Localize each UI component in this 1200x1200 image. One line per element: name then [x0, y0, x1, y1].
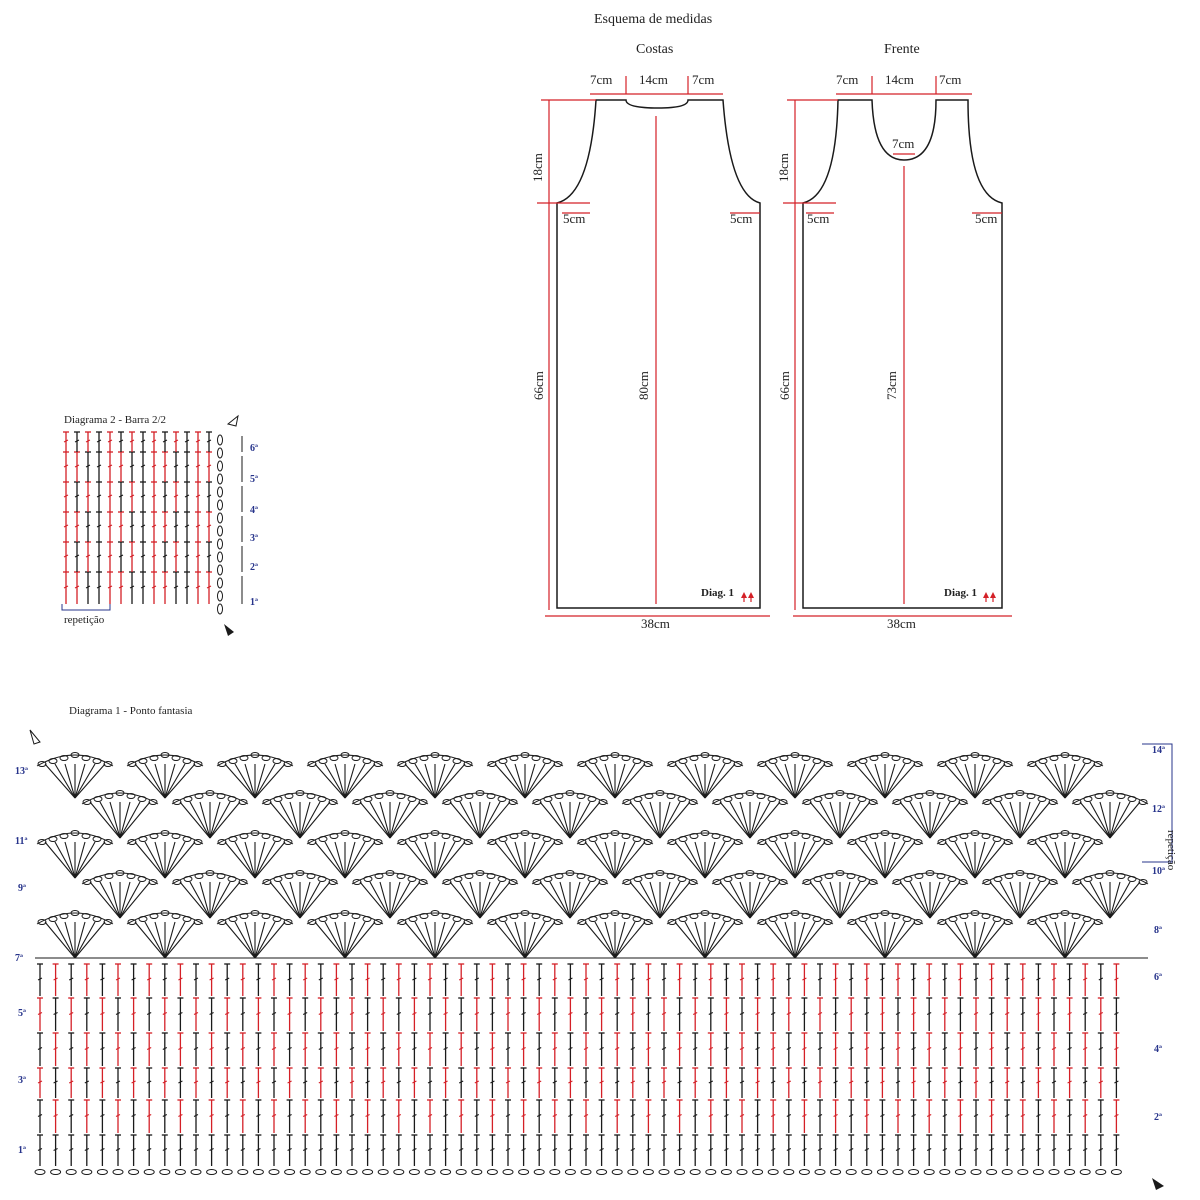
costas-left-side: 5cm — [563, 211, 586, 226]
diagram2-title: Diagrama 2 - Barra 2/2 — [64, 414, 167, 426]
diagram1-left-row-1: 1ª — [18, 1145, 26, 1156]
costas-diag-label: Diag. 1 — [701, 587, 734, 599]
diagram1-repeat-label: repetição — [1165, 830, 1177, 871]
diagram1-right-row-2: 2ª — [1154, 1112, 1162, 1123]
costas-top-mid: 14cm — [639, 72, 668, 87]
frente-top-left: 7cm — [836, 72, 859, 87]
diagram1-right-row-12: 12ª — [1152, 804, 1165, 815]
diagram2-row-5: 5ª — [250, 474, 258, 485]
diagram1-left-row-5: 5ª — [18, 1008, 26, 1019]
diagram2-row-4: 4ª — [250, 505, 258, 516]
diagram1-right-row-6: 6ª — [1154, 972, 1162, 983]
schema-title: Esquema de medidas — [594, 12, 713, 27]
diagram1-left-row-11: 11ª — [15, 836, 28, 847]
frente-right-side: 5cm — [975, 211, 998, 226]
costas-title: Costas — [636, 42, 674, 57]
frente-width: 38cm — [887, 616, 916, 631]
costas-outline — [556, 99, 761, 609]
diagram2-row-6: 6ª — [250, 443, 258, 454]
diagram1-left-row-9: 9ª — [18, 883, 26, 894]
diagram1-right-row-4: 4ª — [1154, 1044, 1162, 1055]
frente-top-mid: 14cm — [885, 72, 914, 87]
frente-outline — [802, 99, 1003, 609]
diagram1-right-row-8: 8ª — [1154, 925, 1162, 936]
diagram2-row-3: 3ª — [250, 533, 258, 544]
diagram2-repeat-label: repetição — [64, 614, 105, 626]
costas-top-left: 7cm — [590, 72, 613, 87]
diagram1-title: Diagrama 1 - Ponto fantasia — [69, 705, 193, 717]
diagram1-right-row-14: 14ª — [1152, 745, 1165, 756]
costas-right-side: 5cm — [730, 211, 753, 226]
frente-left-side: 5cm — [807, 211, 830, 226]
diagram1-left-row-3: 3ª — [18, 1075, 26, 1086]
costas-width: 38cm — [641, 616, 670, 631]
diagram1-right-row-10: 10ª — [1152, 866, 1165, 877]
frente-neck-bottom: 7cm — [892, 136, 915, 151]
frente-title: Frente — [884, 42, 920, 57]
diagram2-row-2: 2ª — [250, 562, 258, 573]
frente-diag-label: Diag. 1 — [944, 587, 977, 599]
diagram1-left-row-13: 13ª — [15, 766, 28, 777]
costas-top-right: 7cm — [692, 72, 715, 87]
diagram2-row-1: 1ª — [250, 597, 258, 608]
frente-top-right: 7cm — [939, 72, 962, 87]
diagram1-left-row-7: 7ª — [15, 953, 23, 964]
